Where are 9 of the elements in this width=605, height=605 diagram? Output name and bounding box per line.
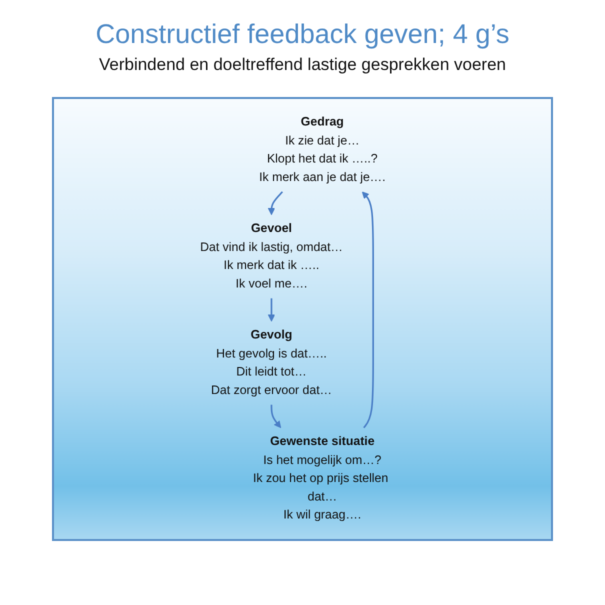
- arrow: [362, 192, 374, 428]
- node-text: Gedrag Ik zie dat je… Klopt het dat ik …..? Ik merk aan je dat je….: [259, 114, 386, 184]
- arrow: [268, 298, 276, 322]
- node-text: Gevoel Dat vind ik lastig, omdat… Ik merk dat ik ….. Ik voel me….: [200, 221, 344, 291]
- arrow: [268, 191, 284, 216]
- arrow: [270, 404, 282, 428]
- subtitle: Verbindend en doeltreffend lastige gesprekken voeren: [98, 54, 508, 76]
- node-text: Gevolg Het gevolg is dat….. Dit leidt tot… Dat zorgt ervoor dat…: [211, 328, 332, 398]
- title: Constructief feedback geven; 4 g’s: [96, 18, 510, 50]
